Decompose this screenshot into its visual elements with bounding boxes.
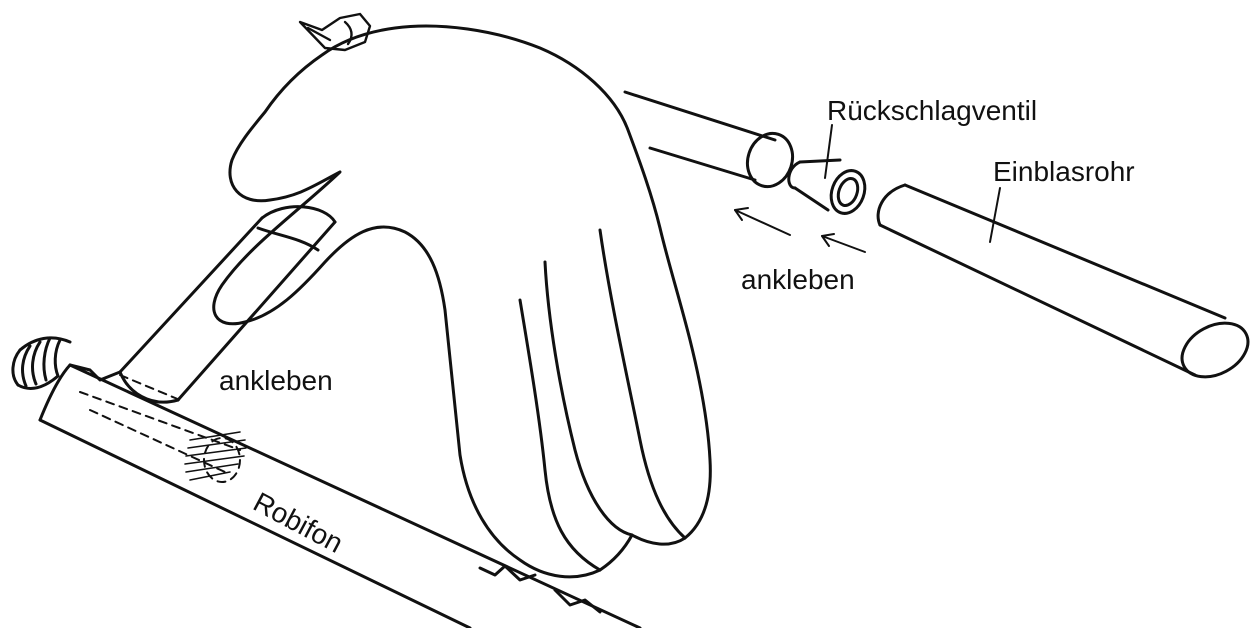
valve-icon <box>789 160 871 218</box>
blow-tube-icon <box>878 185 1251 388</box>
glue-label-right: ankleben <box>741 266 855 294</box>
check-valve-label: Rückschlagventil <box>827 97 1037 125</box>
glove-tube-icon <box>625 92 799 192</box>
blow-tube-label: Einblasrohr <box>993 158 1135 186</box>
glue-label-left: ankleben <box>219 367 333 395</box>
inner-tube-dashed <box>80 375 240 482</box>
leader-lines <box>825 125 1000 242</box>
clip-icon <box>300 14 370 50</box>
glove-icon <box>214 26 711 577</box>
